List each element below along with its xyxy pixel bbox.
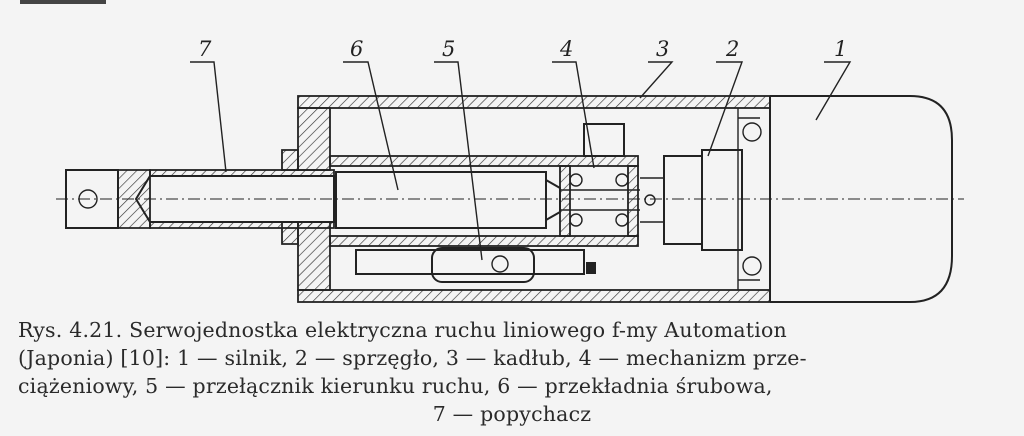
cropped-heading-fragment [20,0,106,4]
caption-line-4: 7 — popychacz [432,402,592,426]
housing [281,95,771,303]
callout-3: 3 [656,37,669,61]
caption-line-1: Rys. 4.21. Serwojednostka elektryczna ru… [18,318,787,342]
callout-6: 6 [350,37,363,61]
callout-7: 7 [198,37,212,61]
coupling [640,149,743,251]
direction-switch [355,247,596,283]
leader-lines [190,61,852,261]
callout-2: 2 [725,37,739,61]
screw-drive [329,155,640,247]
servo-unit-drawing: 7 6 5 4 3 2 1 [20,0,964,303]
caption-line-3: ciążeniowy, 5 — przełącznik kierunku ruc… [18,374,773,398]
overload-mechanism [559,123,639,237]
callout-1: 1 [834,37,847,61]
motor [737,95,953,303]
callout-5: 5 [442,37,455,61]
callout-4: 4 [559,37,573,61]
caption-line-2: (Japonia) [10]: 1 — silnik, 2 — sprzęgło… [18,346,807,370]
